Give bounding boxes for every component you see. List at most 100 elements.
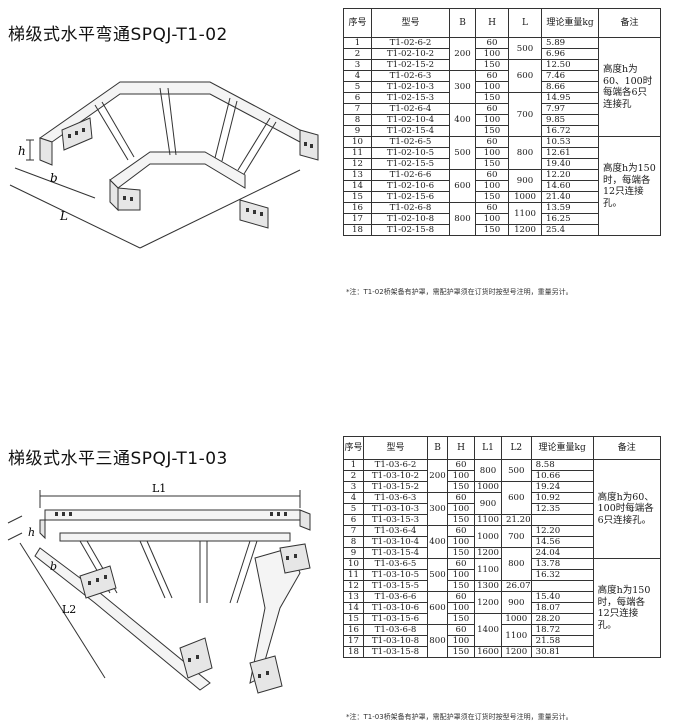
cell-model: T1-03-10-8 [363,635,428,647]
col-header: 理论重量kg [541,8,599,38]
cell-h: 60 [475,37,509,49]
cell-h: 150 [447,646,475,658]
table-row: 10 T1-02-6-5 500 60 800 10.53 高度h为150时，每… [343,136,661,236]
table-row: 4 T1-02-6-3 300 60 7.46 [343,70,661,104]
cell-b: 400 [449,103,476,137]
col-header: L1 [474,436,502,460]
cell-model: T1-03-6-8 [363,624,428,636]
cell-model: T1-03-6-3 [363,492,428,504]
cell-model: T1-02-10-4 [371,114,450,126]
cell-model: T1-03-6-4 [363,525,428,537]
table-row: 7 T1-02-6-4 400 60 7.97 [343,103,661,137]
cell-no: 18 [343,224,372,236]
cell-weight: 10.92 [530,492,594,504]
dim-h-label: h [28,526,35,539]
cell-model: T1-02-15-8 [371,224,450,236]
cell-no: 7 [343,103,372,115]
col-header: 型号 [363,436,428,460]
table-row: 3 T1-03-15-2 150 1000 600 19.24 [343,481,661,515]
cell-b: 800 [449,202,476,236]
cell-weight: 6.96 [541,48,599,60]
cell-h: 100 [475,81,509,93]
table-row: 18 T1-03-15-8 150 1600 1200 30.81 [343,646,661,658]
cell-no: 12 [343,580,364,592]
cell-no: 10 [343,558,364,570]
cell-weight: 12.50 [541,59,599,71]
cell-no: 10 [343,136,372,148]
cell-model: T1-02-6-3 [371,70,450,82]
cell-weight: 7.97 [541,103,599,115]
col-header: 备注 [592,436,662,460]
cell-l1: 1300 [474,580,502,592]
col-header: 备注 [598,8,661,38]
cell-h: 100 [475,114,509,126]
cell-h: 100 [447,536,475,548]
cell-model: T1-03-15-4 [363,547,428,559]
cell-b: 300 [449,70,476,104]
cell-l1: 1000 [474,525,502,548]
cell-weight: 16.32 [530,569,594,581]
cell-model: T1-03-10-6 [363,602,428,614]
cell-weight: 13.78 [530,558,594,570]
cell-no: 15 [343,613,364,625]
table-row: 17 T1-02-10-8 100 16.25 [343,213,661,225]
cell-l: 1000 [508,191,542,203]
cell-no: 5 [343,81,372,93]
section2-title: 梯级式水平三通SPQJ-T1-03 [8,449,228,469]
cell-no: 8 [343,536,364,548]
cell-weight: 24.04 [530,547,594,559]
cell-weight: 12.35 [530,503,594,515]
cell-h: 100 [475,48,509,60]
cell-weight: 9.85 [541,114,599,126]
cell-weight: 5.89 [541,37,599,49]
cell-model: T1-03-6-2 [363,459,428,471]
cell-no: 3 [343,481,364,493]
note-cell: 高度h为150时，每端各12只连接孔。 [592,558,662,658]
cell-h: 60 [447,624,475,636]
cell-weight: 15.40 [530,591,594,603]
cell-h: 60 [475,169,509,181]
table-row: 1 T1-03-6-2 200 60 800 500 8.58 高度h为60、1… [343,459,662,559]
cell-h: 60 [447,525,475,537]
dim-b-label: b [50,560,57,573]
cell-model: T1-03-10-3 [363,503,428,515]
cell-l1: 900 [474,492,502,515]
cell-weight: 12.61 [541,147,599,159]
cell-h: 150 [475,224,509,236]
cell-no: 6 [343,514,364,526]
table-row: 8 T1-02-10-4 100 9.85 [343,114,661,126]
cell-no: 14 [343,602,364,614]
table-row: 12 T1-03-15-5 150 1300 26.07 [343,580,661,592]
cell-l: 1100 [508,202,542,225]
cell-h: 60 [447,459,475,471]
cell-h: 60 [447,591,475,603]
cell-h: 150 [447,514,475,526]
cell-l1: 1400 [474,613,502,647]
cell-weight: 30.81 [530,646,594,658]
cell-weight: 18.72 [530,624,594,636]
spec-table-bend: 序号 型号 B H L 理论重量kg 备注 1 T1-02-6-2 200 60… [343,8,661,236]
table-row: 2 T1-03-10-2 100 10.66 [343,470,661,482]
cell-l: 500 [508,37,542,60]
dim-l-label: L [59,209,68,223]
spec-table-tee: 序号 型号 B H L1 L2 理论重量kg 备注 1 T1-03-6-2 20… [343,436,662,658]
cell-h: 150 [447,481,475,493]
cell-model: T1-02-6-6 [371,169,450,181]
cell-weight: 12.20 [541,169,599,181]
cell-no: 16 [343,202,372,214]
cell-model: T1-03-15-2 [363,481,428,493]
col-header: L2 [501,436,532,460]
cell-h: 60 [447,558,475,570]
cell-no: 2 [343,470,364,482]
cell-no: 18 [343,646,364,658]
cell-b: 600 [449,169,476,203]
cell-weight: 16.72 [541,125,599,137]
cell-l2: 500 [501,459,532,482]
table-row: 14 T1-02-10-6 100 14.60 [343,180,661,192]
horizontal-tee-drawing: L1 h b L2 [7,482,311,694]
cell-no: 11 [343,569,364,581]
cell-h: 60 [475,202,509,214]
col-header: 理论重量kg [530,436,594,460]
cell-no: 13 [343,169,372,181]
dim-h-label: h [18,144,26,158]
